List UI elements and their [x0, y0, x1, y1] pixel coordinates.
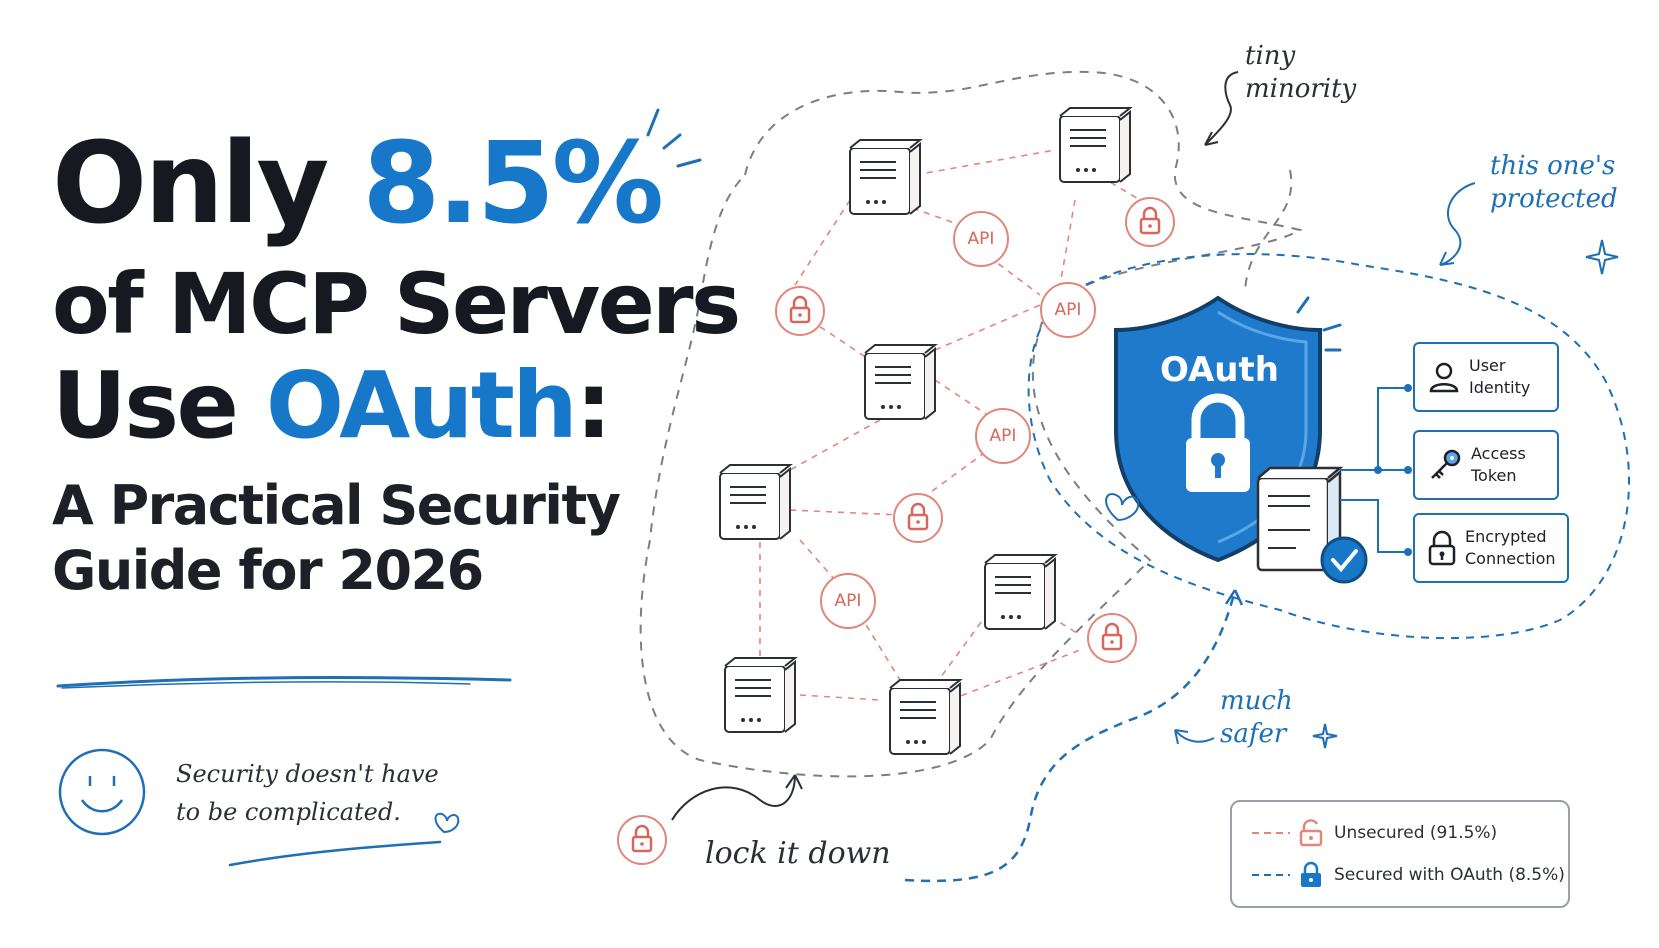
tagline-line-2: to be complicated.	[176, 798, 401, 827]
headline-stat: 8.5%	[362, 119, 664, 249]
card-label: Token	[1471, 466, 1517, 485]
server-icon	[1059, 107, 1131, 183]
card-user-identity: User Identity	[1413, 342, 1559, 412]
lock-icon	[1428, 530, 1456, 566]
api-node: API	[975, 408, 1031, 464]
server-icon	[889, 679, 961, 755]
headline-use: Use	[52, 352, 266, 459]
heart-icon	[1105, 493, 1140, 522]
headline-oauth: OAuth	[265, 352, 578, 459]
sparkle-icon	[1312, 723, 1338, 749]
headline-prefix: Only	[52, 119, 363, 249]
server-icon	[849, 139, 921, 215]
card-label: User	[1469, 356, 1506, 376]
unlocked-lock-icon	[1299, 819, 1323, 847]
api-node: API	[953, 211, 1009, 267]
card-label: Encrypted	[1465, 527, 1547, 547]
headline-line-3: Use OAuth:	[52, 360, 732, 452]
sparkle-icon	[1585, 239, 1619, 275]
api-node: API	[1040, 282, 1096, 338]
locked-lock-icon	[1301, 861, 1321, 887]
user-icon	[1429, 362, 1459, 393]
legend-row-unsecured: Unsecured (91.5%)	[1252, 818, 1497, 848]
legend-row-secured: Secured with OAuth (8.5%)	[1252, 860, 1565, 890]
annotation-line: much	[1220, 686, 1293, 716]
heart-icon	[434, 812, 460, 834]
annotation-line: safer	[1220, 718, 1287, 749]
legend-secured-label: Secured with OAuth (8.5%)	[1334, 865, 1565, 885]
shield-label: OAuth	[1160, 350, 1279, 390]
api-node: API	[820, 573, 876, 629]
unsecured-lock-icon	[1124, 196, 1176, 248]
card-label: Identity	[1469, 378, 1531, 397]
subtitle-line-1: A Practical Security	[52, 474, 621, 537]
server-icon	[724, 657, 796, 733]
annotation-line: this one's	[1490, 151, 1616, 181]
headline-line-1: Only 8.5%	[52, 128, 732, 240]
key-icon	[1431, 449, 1461, 479]
annotation-line: protected	[1490, 183, 1618, 214]
unsecured-lock-icon	[1086, 612, 1138, 664]
headline-colon: :	[575, 352, 612, 459]
annotation-tiny-minority: tiny minority	[1245, 40, 1356, 105]
annotation-line: tiny	[1245, 41, 1296, 71]
headline-line-2: of MCP Servers	[52, 255, 741, 353]
unsecured-lock-icon	[892, 492, 944, 544]
unsecured-lock-icon	[616, 814, 668, 866]
annotation-line: minority	[1245, 73, 1357, 104]
card-access-token: Access Token	[1413, 430, 1559, 500]
subtitle-line-2: Guide for 2026	[52, 538, 484, 602]
card-label: Access	[1471, 444, 1526, 464]
legend: Unsecured (91.5%) Secured with OAuth (8.…	[1230, 800, 1570, 908]
annotation-lock-it-down: lock it down	[705, 836, 891, 871]
server-icon	[864, 344, 936, 420]
padlock-icon	[1186, 393, 1250, 492]
legend-unsecured-label: Unsecured (91.5%)	[1334, 823, 1498, 843]
tagline-line-1: Security doesn't have	[176, 760, 439, 788]
server-icon	[984, 554, 1056, 630]
headline: Only 8.5% of MCP Servers Use OAuth: A Pr…	[52, 128, 741, 604]
unsecured-lock-icon	[774, 285, 826, 337]
card-label: Connection	[1465, 549, 1556, 568]
tagline: Security doesn't have to be complicated.	[176, 755, 439, 832]
annotation-much-safer: much safer	[1220, 685, 1293, 750]
checkmark-icon	[1320, 536, 1368, 584]
legend-dash-red	[1252, 832, 1290, 834]
smiley-icon	[58, 748, 146, 836]
annotation-protected: this one's protected	[1490, 150, 1618, 215]
card-encrypted-connection: Encrypted Connection	[1413, 513, 1569, 583]
legend-dash-blue	[1252, 874, 1290, 876]
